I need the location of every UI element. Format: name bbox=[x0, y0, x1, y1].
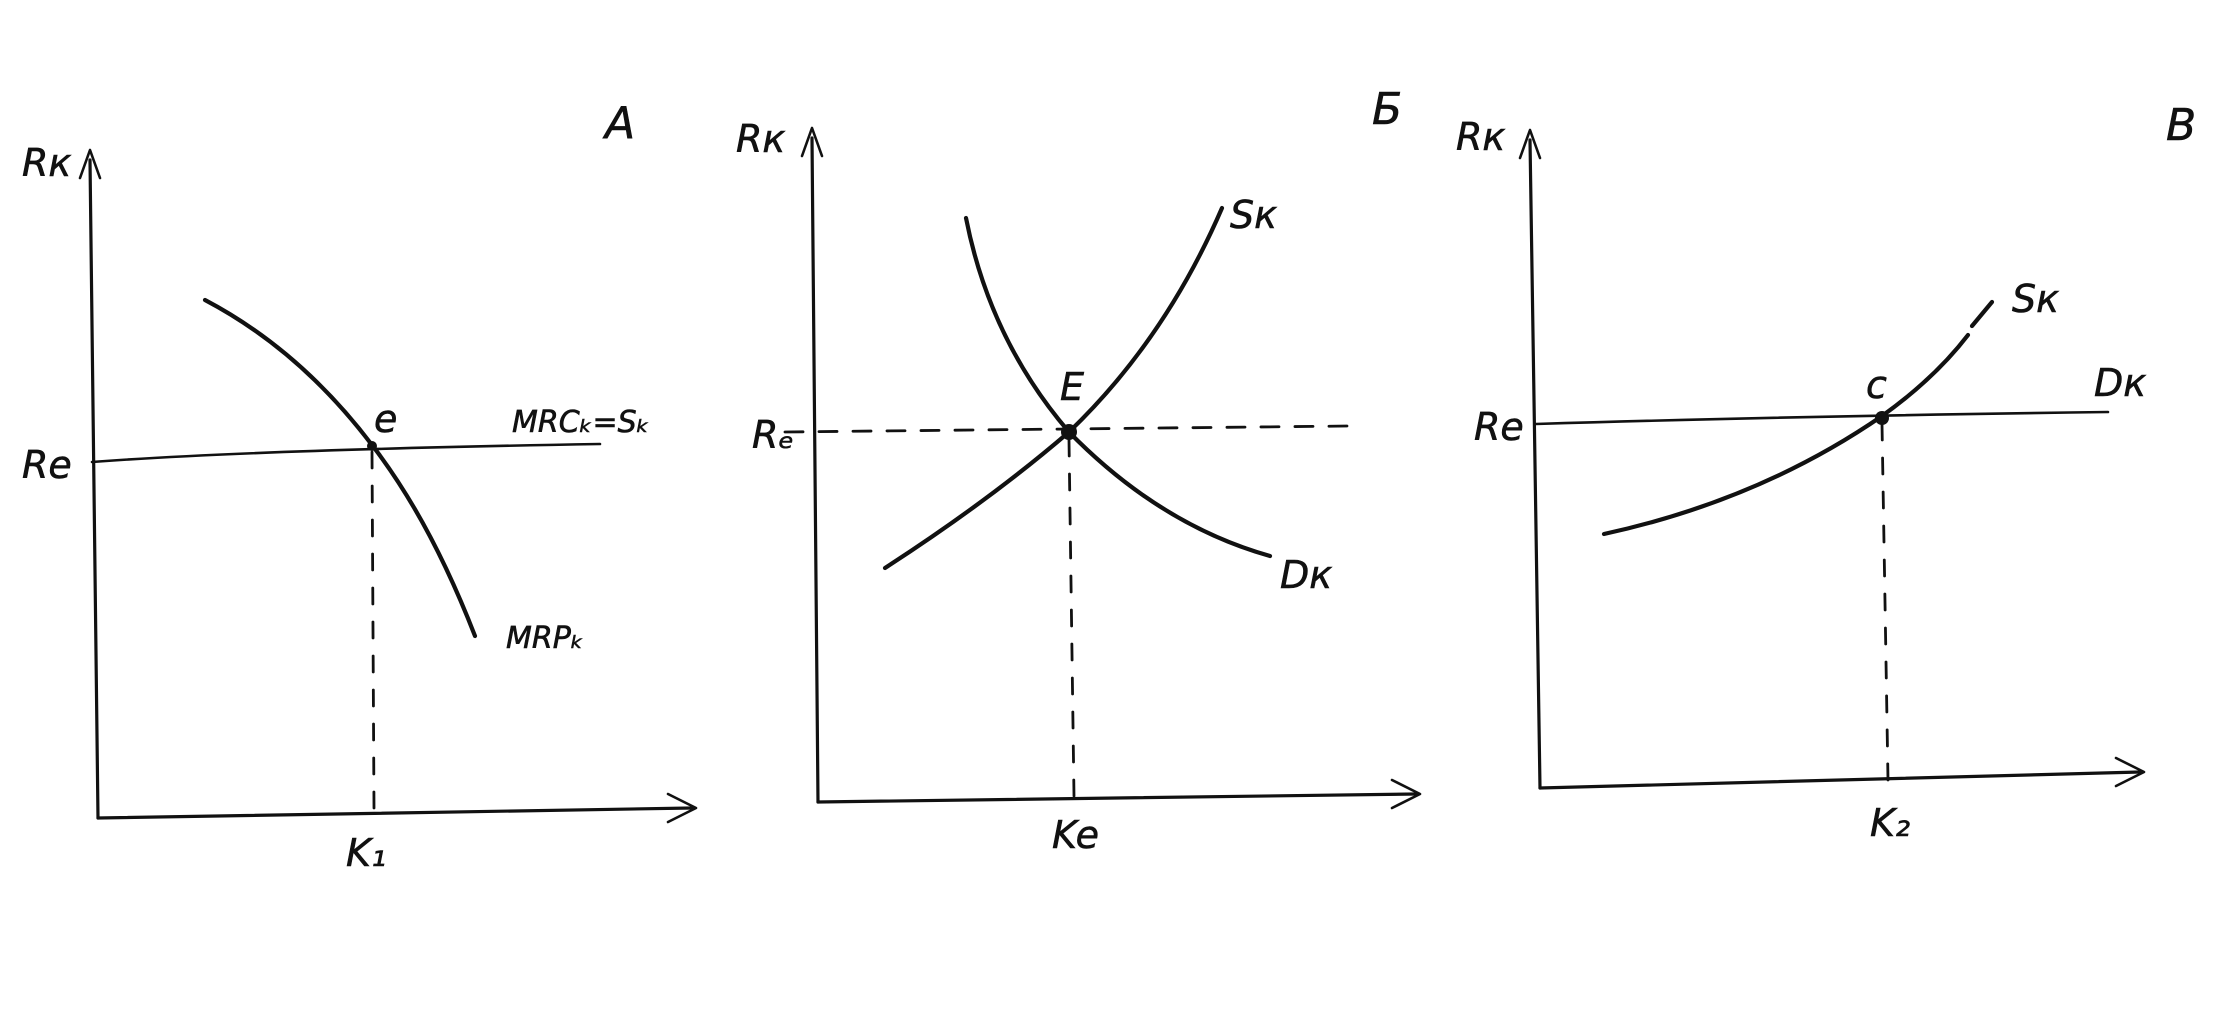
panel-c-y-label: Rк bbox=[1456, 115, 1505, 159]
panel-b-x-arrowhead bbox=[1390, 778, 1422, 810]
panel-c-supply-label: Sк bbox=[2012, 277, 2059, 321]
panel-b: Б Rк Rₑ E Sк Dк Ke bbox=[736, 84, 1422, 857]
panel-a-equilibrium-point bbox=[367, 441, 377, 451]
panel-a-equilibrium-label: e bbox=[374, 397, 397, 441]
panel-c-demand-line bbox=[1534, 410, 2110, 426]
panel-b-demand-label: Dк bbox=[1280, 553, 1332, 597]
panel-a-y-arrowhead bbox=[78, 148, 102, 180]
panel-b-demand-curve bbox=[963, 215, 1273, 559]
panel-c-demand-label: Dк bbox=[2094, 361, 2146, 405]
panel-a-level-label: Re bbox=[22, 443, 72, 487]
panel-c-x-arrowhead bbox=[2114, 756, 2146, 788]
panel-a-y-label: Rк bbox=[22, 141, 71, 185]
panel-a-letter: A bbox=[602, 98, 635, 149]
panel-c-y-arrowhead bbox=[1518, 128, 1542, 160]
panel-c: В Rк Re c Sк Dк K₂ bbox=[1456, 100, 2197, 846]
panel-b-ke-dashed-line bbox=[1067, 438, 1076, 798]
panel-b-level-label: Rₑ bbox=[752, 413, 794, 457]
panel-b-x-axis bbox=[816, 792, 1418, 804]
panel-a-mrp-curve bbox=[202, 297, 478, 639]
panel-c-equilibrium-label: c bbox=[1866, 363, 1887, 407]
panel-b-y-arrowhead bbox=[800, 126, 824, 158]
panel-c-k2-dashed-line bbox=[1880, 422, 1890, 782]
panel-b-quantity-label: Ke bbox=[1052, 813, 1099, 857]
panel-a-k1-dashed-line bbox=[370, 450, 376, 810]
panel-c-y-axis bbox=[1528, 138, 1542, 790]
panel-a-x-axis bbox=[96, 806, 694, 820]
panel-c-equilibrium-point bbox=[1875, 411, 1889, 425]
panel-a-quantity-label: K₁ bbox=[346, 831, 386, 875]
panel-b-y-axis bbox=[810, 136, 820, 804]
panel-c-letter: В bbox=[2166, 100, 2196, 151]
panel-a-mrc-label: MRCₖ=Sₖ bbox=[512, 405, 649, 440]
panel-a-mrc-line bbox=[90, 442, 602, 464]
panel-b-letter: Б bbox=[1372, 84, 1402, 135]
panel-a-x-arrowhead bbox=[666, 792, 698, 824]
panel-b-y-label: Rк bbox=[736, 117, 785, 161]
panel-b-supply-label: Sк bbox=[1230, 193, 1277, 237]
panel-c-supply-curve bbox=[1601, 332, 1971, 537]
panel-c-quantity-label: K₂ bbox=[1870, 801, 1910, 845]
panel-b-equilibrium-label: E bbox=[1060, 365, 1084, 409]
panel-b-equilibrium-point bbox=[1061, 424, 1077, 440]
panel-a-y-axis bbox=[88, 158, 100, 820]
panel-a: A Rк Re e MRCₖ=Sₖ MRPₖ K₁ bbox=[22, 98, 698, 875]
panel-c-level-label: Re bbox=[1474, 405, 1524, 449]
panel-c-x-axis bbox=[1538, 770, 2142, 790]
panel-c-supply-curve-tip bbox=[1969, 299, 1995, 329]
panel-a-mrp-label: MRPₖ bbox=[506, 621, 584, 656]
